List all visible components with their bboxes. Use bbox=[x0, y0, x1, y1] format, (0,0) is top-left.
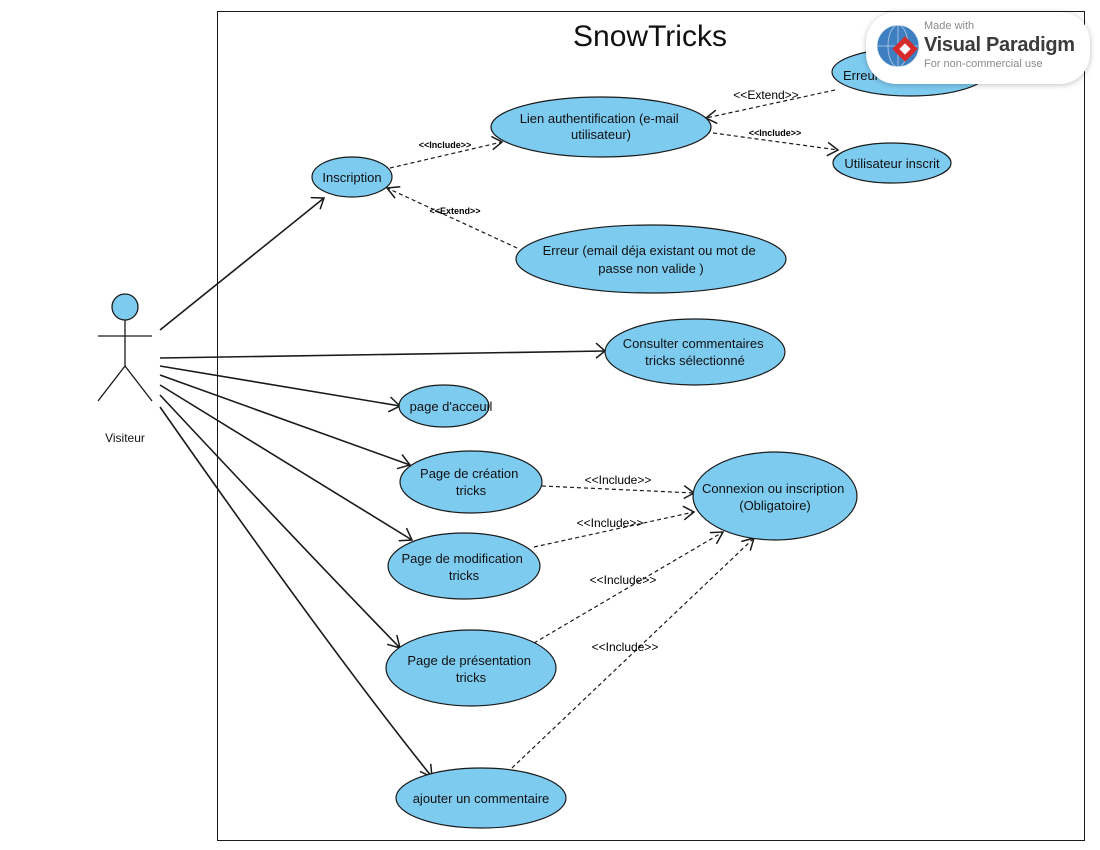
use-case-erreur-email[interactable]: Erreur (email déja existant ou mot de pa… bbox=[515, 224, 787, 294]
use-case-lien-authentification-line-2: utilisateur) bbox=[571, 127, 631, 142]
use-case-page-presentation-line-1: Page de présentation bbox=[407, 653, 531, 668]
watermark-subtitle: For non-commercial use bbox=[924, 58, 1043, 70]
use-case-page-creation-label: Page de création tricks bbox=[420, 466, 522, 498]
dep-lien-inscrit bbox=[705, 131, 839, 151]
dep-presentation-connexion bbox=[533, 531, 724, 644]
use-case-page-accueil-shape bbox=[398, 384, 490, 428]
actor-head bbox=[111, 293, 139, 321]
label-extend-erreur-lien: <<Extend>> bbox=[733, 88, 798, 102]
use-case-ajouter-commentaire-shape bbox=[395, 767, 567, 829]
dep-insc-lien bbox=[389, 141, 503, 169]
watermark-brand: Visual Paradigm bbox=[924, 34, 1075, 56]
use-case-connexion-inscription-line-1: Connexion ou inscription bbox=[702, 481, 844, 496]
use-case-consulter-commentaires-label: Consulter commentaires tricks sélectionn… bbox=[623, 336, 768, 368]
use-case-connexion-inscription-label: Connexion ou inscription (Obligatoire) bbox=[702, 481, 848, 513]
use-case-lien-authentification[interactable]: Lien authentification (e-mail utilisateu… bbox=[490, 96, 712, 158]
use-case-page-creation[interactable]: Page de création tricks bbox=[399, 450, 543, 514]
dep-lien-inscrit-arrowhead bbox=[826, 141, 840, 157]
system-title: SnowTricks bbox=[573, 20, 727, 53]
use-case-ajouter-commentaire-label: ajouter un commentaire bbox=[413, 791, 550, 806]
use-case-inscription-label: Inscription bbox=[322, 170, 381, 185]
use-case-utilisateur-inscrit-label: Utilisateur inscrit bbox=[844, 156, 940, 171]
assoc-creation bbox=[159, 374, 411, 466]
visual-paradigm-watermark: Made with Visual Paradigm For non-commer… bbox=[866, 12, 1090, 84]
use-case-page-modification-label: Page de modification tricks bbox=[401, 551, 526, 583]
assoc-modification-arrowhead bbox=[398, 527, 414, 542]
use-case-inscription-line-1: Inscription bbox=[322, 170, 381, 185]
visual-paradigm-logo-icon bbox=[876, 24, 920, 68]
use-case-lien-authentification-label: Lien authentification (e-mail utilisateu… bbox=[520, 111, 683, 142]
use-case-page-accueil[interactable]: page d'acceuil bbox=[398, 384, 493, 428]
label-include-creation: <<Include>> bbox=[585, 473, 652, 487]
use-case-page-modification-line-1: Page de modification bbox=[401, 551, 522, 566]
dep-modification-connexion-arrowhead bbox=[682, 505, 696, 521]
use-case-ajouter-commentaire[interactable]: ajouter un commentaire bbox=[395, 767, 567, 829]
use-case-connexion-inscription-line-2: (Obligatoire) bbox=[739, 498, 811, 513]
label-extend-erreurmail-insc: <<Extend>> bbox=[429, 206, 480, 216]
label-include-presentation: <<Include>> bbox=[590, 573, 657, 587]
assoc-presentation bbox=[159, 394, 401, 649]
dep-modification-connexion bbox=[533, 511, 695, 548]
use-case-consulter-commentaires-line-2: tricks sélectionné bbox=[645, 353, 745, 368]
use-case-page-presentation-line-2: tricks bbox=[456, 670, 487, 685]
assoc-consulter bbox=[159, 350, 606, 359]
dependencies: <<Include>> <<Extend>> <<Include>> <<Ext… bbox=[385, 88, 840, 769]
actor-right-leg bbox=[124, 365, 153, 402]
use-case-connexion-inscription[interactable]: Connexion ou inscription (Obligatoire) bbox=[692, 451, 858, 541]
use-case-erreur-email-label: Erreur (email déja existant ou mot de pa… bbox=[543, 243, 760, 276]
use-case-page-modification[interactable]: Page de modification tricks bbox=[387, 532, 541, 600]
label-include-commentaire: <<Include>> bbox=[592, 640, 659, 654]
assoc-inscription bbox=[159, 197, 325, 331]
actor-left-leg bbox=[97, 365, 126, 402]
use-case-utilisateur-inscrit-line-1: Utilisateur inscrit bbox=[844, 156, 940, 171]
use-case-page-presentation-label: Page de présentation tricks bbox=[407, 653, 534, 685]
dep-insc-lien-arrowhead bbox=[491, 135, 504, 151]
use-case-utilisateur-inscrit[interactable]: Utilisateur inscrit bbox=[832, 142, 952, 184]
use-case-inscription-shape bbox=[311, 156, 393, 198]
use-case-erreur-email-line-2: passe non valide ) bbox=[598, 261, 704, 276]
use-case-erreur-lien-line-1: Erreur bbox=[843, 68, 880, 83]
watermark-made-with: Made with bbox=[924, 20, 975, 32]
label-include-modification: <<Include>> bbox=[577, 516, 644, 530]
use-case-lien-authentification-line-1: Lien authentification (e-mail bbox=[520, 111, 679, 126]
actor-visiteur[interactable]: Visiteur bbox=[97, 293, 153, 445]
label-include-lien-inscrit: <<Include>> bbox=[749, 128, 802, 138]
label-include-insc-lien: <<Include>> bbox=[419, 140, 472, 150]
use-case-utilisateur-inscrit-shape bbox=[832, 142, 952, 184]
assoc-commentaire bbox=[159, 406, 433, 778]
use-case-ajouter-commentaire-line-1: ajouter un commentaire bbox=[413, 791, 550, 806]
actor-label: Visiteur bbox=[105, 431, 145, 445]
use-case-lien-authentification-shape bbox=[490, 96, 712, 158]
dep-erreur-lien bbox=[705, 89, 836, 119]
use-case-page-modification-line-2: tricks bbox=[449, 568, 480, 583]
use-case-page-modification-shape bbox=[387, 532, 541, 600]
use-case-page-creation-line-1: Page de création bbox=[420, 466, 518, 481]
use-case-connexion-inscription-shape bbox=[692, 451, 858, 541]
use-case-consulter-commentaires[interactable]: Consulter commentaires tricks sélectionn… bbox=[604, 318, 786, 386]
dep-erreurmail-insc bbox=[386, 187, 518, 249]
associations bbox=[159, 196, 607, 779]
use-case-page-creation-shape bbox=[399, 450, 543, 514]
use-case-page-accueil-line-1: page d'acceuil bbox=[410, 399, 493, 414]
dep-creation-connexion bbox=[541, 485, 695, 494]
assoc-accueil bbox=[159, 365, 401, 407]
use-case-erreur-email-shape bbox=[515, 224, 787, 294]
assoc-modification bbox=[159, 384, 413, 541]
use-case-erreur-email-line-1: Erreur (email déja existant ou mot de bbox=[543, 243, 756, 258]
dep-erreurmail-insc-arrowhead bbox=[385, 186, 401, 199]
assoc-creation-arrowhead bbox=[396, 454, 412, 470]
use-case-page-presentation[interactable]: Page de présentation tricks bbox=[385, 629, 557, 707]
dep-presentation-connexion-arrowhead bbox=[709, 531, 725, 545]
assoc-inscription-arrowhead bbox=[310, 196, 326, 210]
use-case-inscription[interactable]: Inscription bbox=[311, 156, 393, 198]
use-case-page-presentation-shape bbox=[385, 629, 557, 707]
use-case-consulter-commentaires-shape bbox=[604, 318, 786, 386]
use-case-page-accueil-label: page d'acceuil bbox=[410, 399, 493, 414]
use-case-page-creation-line-2: tricks bbox=[456, 483, 487, 498]
use-case-consulter-commentaires-line-1: Consulter commentaires bbox=[623, 336, 764, 351]
use-case-erreur-lien-label: Erreur bbox=[843, 68, 880, 83]
